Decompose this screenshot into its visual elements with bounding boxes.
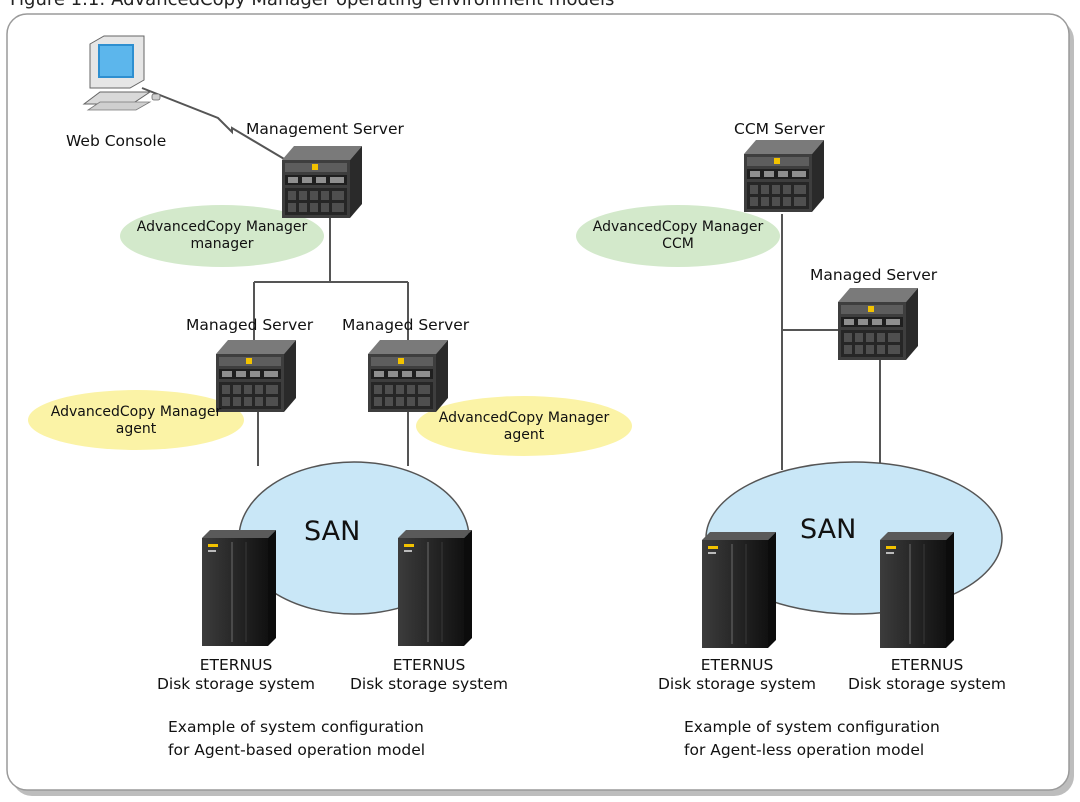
management-server-icon — [282, 146, 362, 218]
storage-tower-icon-3 — [701, 531, 777, 649]
console-link-line — [141, 87, 297, 167]
agent-oval-right — [416, 396, 632, 456]
management-server-label: Management Server — [246, 120, 404, 138]
storage-tower-icon-4 — [879, 531, 955, 649]
pc-icon — [82, 35, 161, 111]
managed-server-icon-2 — [368, 340, 448, 412]
ccm-server-label: CCM Server — [734, 120, 825, 138]
right-connection-lines — [781, 214, 881, 470]
san-label-right: SAN — [800, 514, 857, 545]
agent-oval-left — [28, 390, 244, 450]
managed-server-icon-1 — [216, 340, 296, 412]
managed-server-label-1: Managed Server — [186, 316, 314, 334]
san-label-left: SAN — [304, 516, 361, 547]
ccm-oval — [576, 205, 780, 267]
managed-server-icon-right — [838, 288, 918, 360]
manager-oval — [120, 205, 324, 267]
ccm-server-icon — [744, 140, 824, 212]
left-connection-lines — [141, 87, 409, 466]
managed-server-label-2: Managed Server — [342, 316, 470, 334]
storage-tower-icon-1 — [201, 529, 277, 647]
storage-tower-icon-2 — [397, 529, 473, 647]
figure-caption: Figure 1.1: AdvancedCopy Manager operati… — [10, 0, 614, 10]
web-console-label: Web Console — [66, 132, 167, 150]
managed-server-label-right: Managed Server — [810, 266, 938, 284]
